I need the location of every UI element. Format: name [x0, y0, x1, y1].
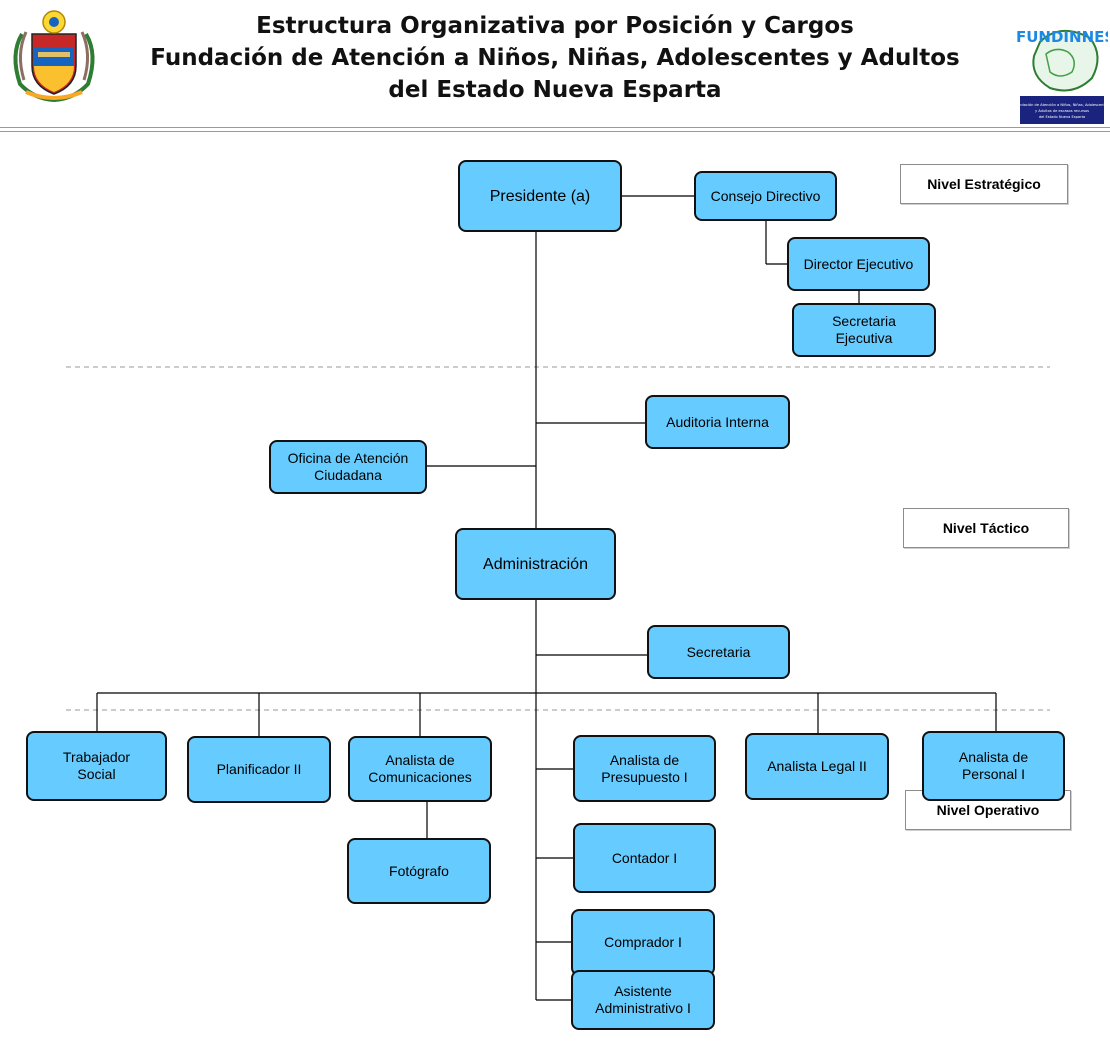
node-consejo-directivo[interactable]: Consejo Directivo — [694, 171, 837, 221]
node-presidente[interactable]: Presidente (a) — [458, 160, 622, 232]
node-secretaria[interactable]: Secretaria — [647, 625, 790, 679]
svg-text:y Adultos de escasos recursos: y Adultos de escasos recursos — [1035, 109, 1089, 113]
node-asistente-administrativo[interactable]: Asistente Administrativo I — [571, 970, 715, 1030]
svg-text:del Estado Nueva Esparta: del Estado Nueva Esparta — [1039, 115, 1085, 119]
fundinnes-logo-text: FUNDINNES — [1016, 28, 1108, 46]
node-planificador[interactable]: Planificador II — [187, 736, 331, 803]
node-analista-presupuesto[interactable]: Analista de Presupuesto I — [573, 735, 716, 802]
title-line-2: Fundación de Atención a Niños, Niñas, Ad… — [150, 45, 960, 71]
node-fotografo[interactable]: Fotógrafo — [347, 838, 491, 904]
header-rule-bottom — [0, 131, 1110, 132]
node-analista-comunicaciones[interactable]: Analista de Comunicaciones — [348, 736, 492, 802]
node-auditoria-interna[interactable]: Auditoria Interna — [645, 395, 790, 449]
node-trabajador-social[interactable]: Trabajador Social — [26, 731, 167, 801]
svg-text:Fundación de Atención a Niños,: Fundación de Atención a Niños, Niñas, Ad… — [1015, 103, 1108, 107]
header-rule-top — [0, 127, 1110, 128]
level-strategic-label: Nivel Estratégico — [900, 164, 1068, 204]
node-oficina-atencion-ciudadana[interactable]: Oficina de Atención Ciudadana — [269, 440, 427, 494]
node-administracion[interactable]: Administración — [455, 528, 616, 600]
node-director-ejecutivo[interactable]: Director Ejecutivo — [787, 237, 930, 291]
node-analista-legal[interactable]: Analista Legal II — [745, 733, 889, 800]
title-line-3: del Estado Nueva Esparta — [388, 77, 722, 103]
node-analista-personal[interactable]: Analista de Personal I — [922, 731, 1065, 801]
fundinnes-logo: FUNDINNES Fundación de Atención a Niños,… — [1015, 28, 1108, 124]
title-line-1: Estructura Organizativa por Posición y C… — [256, 13, 854, 39]
page-title: Estructura Organizativa por Posición y C… — [120, 10, 990, 106]
state-coat-of-arms-logo — [13, 10, 95, 103]
node-comprador[interactable]: Comprador I — [571, 909, 715, 976]
node-contador[interactable]: Contador I — [573, 823, 716, 893]
node-secretaria-ejecutiva[interactable]: Secretaria Ejecutiva — [792, 303, 936, 357]
level-tactical-label: Nivel Táctico — [903, 508, 1069, 548]
